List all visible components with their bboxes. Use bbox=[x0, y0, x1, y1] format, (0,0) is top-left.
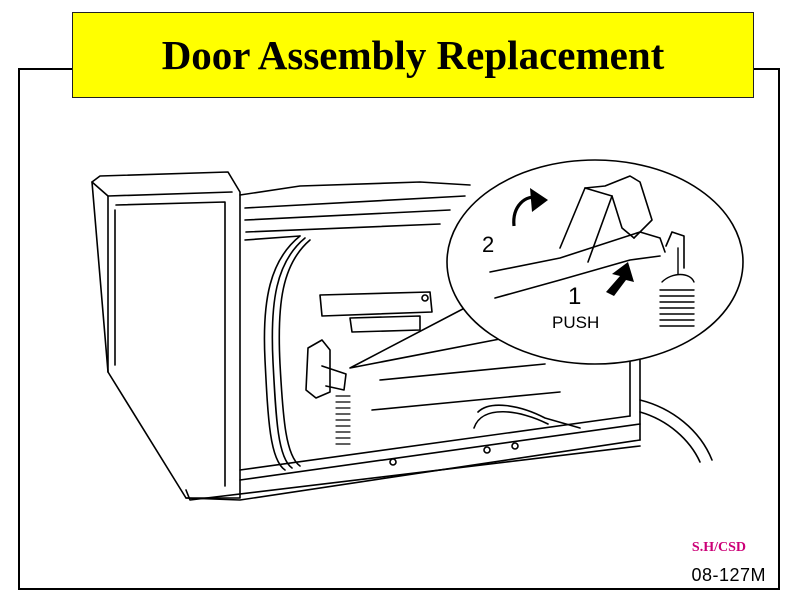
push-arrow-icon bbox=[606, 262, 634, 296]
latch-hook bbox=[559, 187, 613, 263]
spring-coil bbox=[659, 247, 695, 327]
slide-title: Door Assembly Replacement bbox=[161, 32, 665, 78]
figure-code: 08-127M bbox=[691, 565, 766, 585]
step-2-label: 2 bbox=[482, 232, 494, 257]
cabinet-base bbox=[185, 439, 641, 501]
title-banner: Door Assembly Replacement bbox=[72, 12, 754, 98]
author-label: S.H/CSD bbox=[691, 540, 746, 555]
cabinet-top bbox=[239, 181, 471, 196]
callout-circle bbox=[446, 159, 744, 365]
door-panel bbox=[91, 171, 241, 499]
push-label: PUSH bbox=[552, 313, 599, 332]
step-1-label: 1 bbox=[568, 283, 581, 310]
